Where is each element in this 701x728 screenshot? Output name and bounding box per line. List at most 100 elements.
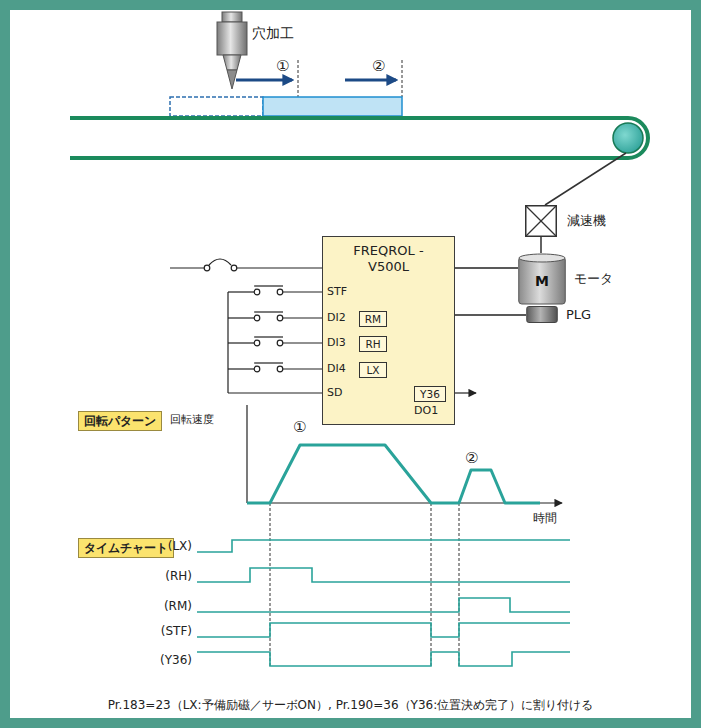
switch-wiring (254, 336, 283, 337)
switch-wiring (254, 289, 260, 295)
motor: Mモータ (518, 253, 566, 305)
wire-connector (455, 267, 518, 268)
node-text: FREQROL -V500L (349, 243, 429, 275)
signal-waveform (197, 568, 570, 582)
node-text: PLG (566, 307, 591, 323)
speed-pattern (247, 445, 540, 503)
signal-waveform (197, 540, 570, 552)
terminal-function-box: Y36 (414, 386, 446, 402)
breaker-wire (204, 265, 210, 271)
terminal-function-box: RH (359, 336, 387, 352)
terminal-name: DI2 (327, 311, 346, 324)
breaker-wire (170, 267, 204, 268)
signal-name: (Y36) (160, 653, 192, 667)
switch-wiring (283, 368, 322, 369)
callout-number: ① (276, 57, 289, 75)
signal-waveform (197, 623, 570, 637)
node-text: 回転パターン (84, 413, 156, 429)
workpiece (170, 97, 402, 116)
reducer-box: 減速機 (525, 205, 557, 237)
switch-wiring (283, 291, 322, 292)
conveyor-belt (545, 153, 626, 205)
reducer-box-outline (525, 205, 557, 237)
node-text: 減速機 (567, 213, 606, 229)
breaker-wire (170, 259, 322, 271)
terminal-name: SD (327, 386, 342, 399)
timing-guide (459, 503, 460, 668)
feed-arrow (236, 79, 292, 82)
switch-wiring (277, 366, 283, 372)
switch-wiring (277, 289, 283, 295)
terminal-name: STF (327, 285, 347, 298)
feed-arrow (345, 79, 396, 82)
process-label: 穴加工 (252, 25, 294, 42)
callout-number: ② (465, 449, 478, 467)
switch-wiring (254, 285, 283, 286)
callout-number: ② (372, 57, 385, 75)
timing-guide (270, 503, 271, 668)
node-text: RH (365, 338, 380, 350)
switch-wiring (254, 315, 260, 321)
callout-number: ① (293, 418, 306, 436)
breaker-wire (209, 259, 231, 265)
wire-connector (455, 314, 526, 315)
node-text: RM (365, 313, 381, 325)
frame (10, 10, 691, 718)
drill-tool (222, 12, 242, 22)
signal-name: (RM) (164, 599, 192, 613)
node-subtext: モータ (574, 271, 613, 287)
switch-wiring (254, 366, 260, 372)
section-tag: 回転パターン (78, 411, 162, 431)
drill-tool (217, 12, 247, 89)
switch-wiring (254, 340, 260, 346)
speed-axis (246, 405, 247, 503)
switch-wiring (283, 317, 322, 318)
conveyor-belt (70, 118, 648, 205)
timing-guide (431, 503, 432, 668)
switch-wiring (228, 291, 254, 292)
terminal-name: DO1 (414, 404, 438, 417)
switch-wiring (283, 342, 322, 343)
node-text: M (518, 273, 566, 289)
terminal-function-box: LX (359, 362, 387, 378)
switch-wiring (277, 315, 283, 321)
signal-waveform (197, 540, 570, 666)
breaker-wire (237, 267, 322, 268)
workpiece (170, 97, 263, 116)
switch-wiring (228, 368, 254, 369)
feed-arrow (236, 80, 396, 81)
switch-wiring (228, 392, 322, 393)
signal-name: (STF) (161, 624, 192, 638)
position-mark (298, 60, 299, 97)
conveyor-belt (613, 123, 643, 153)
axis-label: 時間 (533, 511, 557, 525)
workpiece (263, 97, 402, 116)
encoder-plg-outline (526, 306, 558, 323)
signal-name: (LX) (168, 539, 192, 553)
position-mark (298, 60, 402, 97)
terminal-function-box: RM (359, 311, 387, 327)
node-text: タイムチャート (84, 540, 168, 556)
drill-tool (227, 70, 237, 89)
position-mark (402, 60, 403, 97)
section-tag: タイムチャート (78, 538, 174, 558)
breaker-wire (231, 265, 237, 271)
signal-name: (RH) (165, 569, 192, 583)
node-text: Y36 (420, 388, 440, 400)
drill-tool (217, 22, 247, 55)
encoder-plg: PLG (526, 306, 558, 323)
switch-wiring (228, 317, 254, 318)
conveyor-belt (70, 118, 648, 158)
signal-waveform (197, 652, 570, 666)
node-text: LX (366, 364, 379, 376)
caption: Pr.183=23（LX:予備励磁／サーボON）, Pr.190=36（Y36:… (0, 698, 701, 713)
drill-tool (223, 55, 241, 70)
signal-waveform (197, 598, 570, 612)
terminal-name: DI3 (327, 336, 346, 349)
switch-wiring (254, 311, 283, 312)
switch-wiring (254, 362, 283, 363)
